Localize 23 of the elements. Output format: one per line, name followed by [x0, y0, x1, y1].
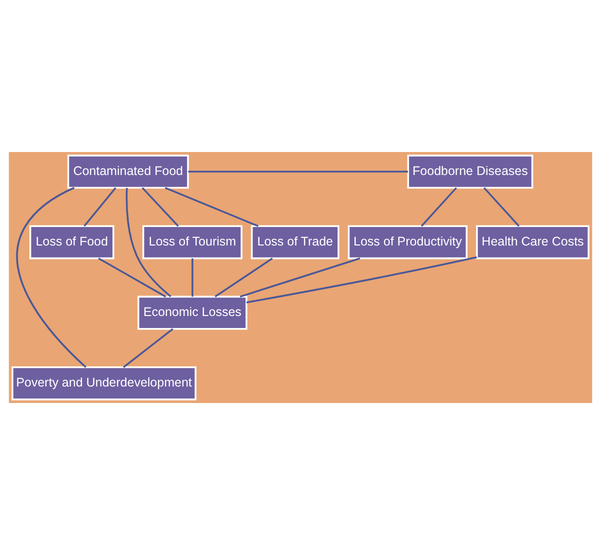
connector	[84, 186, 116, 226]
connector	[420, 186, 457, 226]
connector	[240, 257, 360, 298]
connector	[164, 186, 259, 226]
node-box: Loss of Trade	[250, 224, 340, 259]
connector	[126, 187, 172, 297]
node-box: Poverty and Underdevelopment	[12, 366, 196, 400]
node-box: Foodborne Diseases	[407, 154, 534, 188]
node-box: Loss of Productivity	[348, 224, 468, 259]
connector	[483, 186, 520, 226]
node-box: Loss of Food	[29, 224, 114, 259]
node-box: Contaminated Food	[67, 154, 189, 188]
connector	[214, 257, 273, 297]
node-box: Health Care Costs	[476, 224, 590, 259]
connector	[142, 186, 179, 226]
connector	[123, 328, 174, 368]
connector	[98, 257, 166, 297]
connector	[192, 258, 194, 296]
node-box: Loss of Tourism	[142, 224, 242, 259]
connector	[246, 256, 478, 303]
connector	[16, 186, 86, 368]
node-box: Economic Losses	[137, 295, 248, 330]
connector	[188, 170, 408, 172]
